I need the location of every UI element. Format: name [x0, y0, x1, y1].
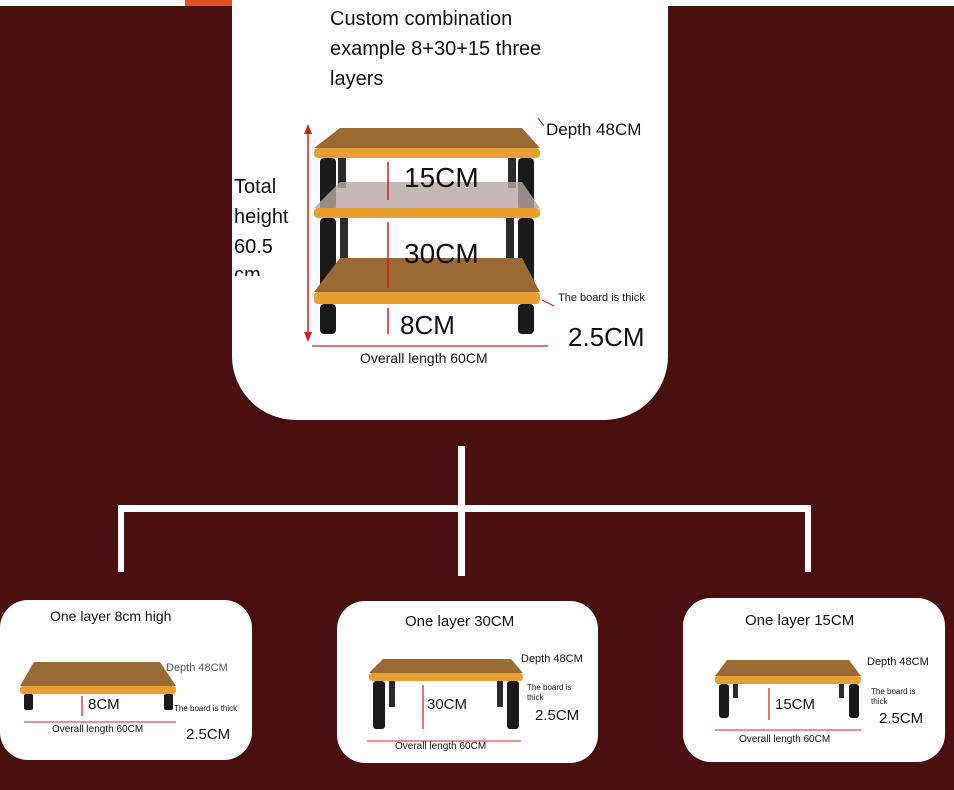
- leg: [389, 681, 395, 707]
- thickness-arrow: [541, 299, 555, 307]
- leg: [320, 304, 336, 334]
- leg: [340, 218, 348, 258]
- option-title: One layer 15CM: [745, 612, 855, 629]
- option-title: One layer 30CM: [405, 613, 515, 630]
- total-height-line-1: Total: [234, 176, 277, 198]
- leg: [849, 684, 859, 718]
- option-depth: Depth 48CM: [166, 662, 228, 674]
- option-board-note: The board is thick: [174, 704, 238, 713]
- single-layer-diagram: [715, 660, 861, 731]
- bottom-shelf-wood: [314, 258, 540, 292]
- option-thickness: 2.5CM: [879, 710, 924, 727]
- board-frame: [20, 686, 176, 694]
- overall-length: Overall length 60CM: [360, 350, 488, 366]
- option-depth: Depth 48CM: [867, 656, 929, 668]
- total-height-clip: cm: [232, 264, 292, 276]
- leg: [733, 684, 738, 698]
- leg: [506, 218, 514, 258]
- top-board-wood: [314, 128, 540, 148]
- option-depth: Depth 48CM: [521, 653, 583, 665]
- leg: [507, 681, 519, 729]
- total-height-arrow-head-up: [304, 124, 312, 134]
- middle-shelf-surface: [314, 182, 540, 208]
- three-layer-rack-diagram: [304, 117, 555, 347]
- option-thickness: 2.5CM: [535, 707, 580, 724]
- option-length: Overall length 60CM: [395, 741, 487, 752]
- option-height: 15CM: [775, 696, 816, 713]
- board-frame: [715, 676, 861, 684]
- board-note: The board is thick: [558, 292, 645, 304]
- board-frame: [369, 673, 523, 681]
- option-height: 8CM: [88, 696, 120, 713]
- option-title: One layer 8cm high: [50, 608, 172, 624]
- depth-arrow: [537, 117, 545, 127]
- top-accent: [185, 0, 257, 6]
- option-card-one-layer-8cm: One layer 8cm high 8CM Depth 48CM The bo…: [0, 600, 252, 760]
- main-title-line-1: Custom combination: [330, 8, 513, 30]
- single-layer-diagram: [20, 662, 176, 723]
- total-height-line-2: height: [234, 206, 289, 228]
- leg: [508, 158, 516, 188]
- total-height-arrow-head-down: [304, 332, 312, 342]
- option-thickness: 2.5CM: [186, 726, 231, 743]
- option-card-one-layer-30cm: One layer 30CM 30CM Depth 48CM The board…: [337, 601, 598, 763]
- option-length: Overall length 60CM: [52, 724, 144, 735]
- board-wood: [20, 662, 176, 686]
- option-board-note-2: thick: [871, 697, 888, 706]
- layer-bottom-height: 8CM: [400, 310, 455, 340]
- leg: [518, 304, 534, 334]
- leg: [338, 158, 346, 188]
- main-product-card: Custom combination example 8+30+15 three…: [232, 0, 668, 420]
- middle-shelf-frame: [314, 208, 540, 218]
- total-height-line-3: 60.5: [234, 236, 273, 258]
- depth-label: Depth 48CM: [546, 120, 642, 139]
- option-board-note: The board is: [527, 683, 572, 692]
- leg: [719, 684, 729, 718]
- option-board-note: The board is: [871, 687, 916, 696]
- leg: [373, 681, 385, 729]
- leg: [839, 684, 844, 698]
- board-wood: [369, 659, 523, 673]
- layer-top-height: 15CM: [404, 162, 479, 193]
- bottom-shelf-frame: [314, 292, 540, 304]
- main-title-line-3: layers: [330, 68, 384, 90]
- layer-mid-height: 30CM: [404, 238, 479, 269]
- leg: [24, 694, 33, 710]
- total-height-line-4: cm: [234, 264, 261, 276]
- option-board-note-2: thick: [527, 693, 544, 702]
- connector-left-drop: [118, 505, 124, 572]
- top-board-frame: [314, 148, 540, 158]
- board-thickness: 2.5CM: [568, 322, 645, 352]
- connector-right-drop: [805, 505, 811, 572]
- leg: [164, 694, 173, 710]
- option-card-one-layer-15cm: One layer 15CM 15CM Depth 48CM The board…: [683, 598, 945, 762]
- option-height: 30CM: [427, 696, 468, 713]
- main-title-line-2: example 8+30+15 three: [330, 38, 542, 60]
- connector-horizontal: [118, 505, 810, 512]
- single-layer-diagram: [367, 659, 523, 742]
- option-length: Overall length 60CM: [739, 734, 831, 745]
- board-wood: [715, 660, 861, 676]
- leg: [497, 681, 503, 707]
